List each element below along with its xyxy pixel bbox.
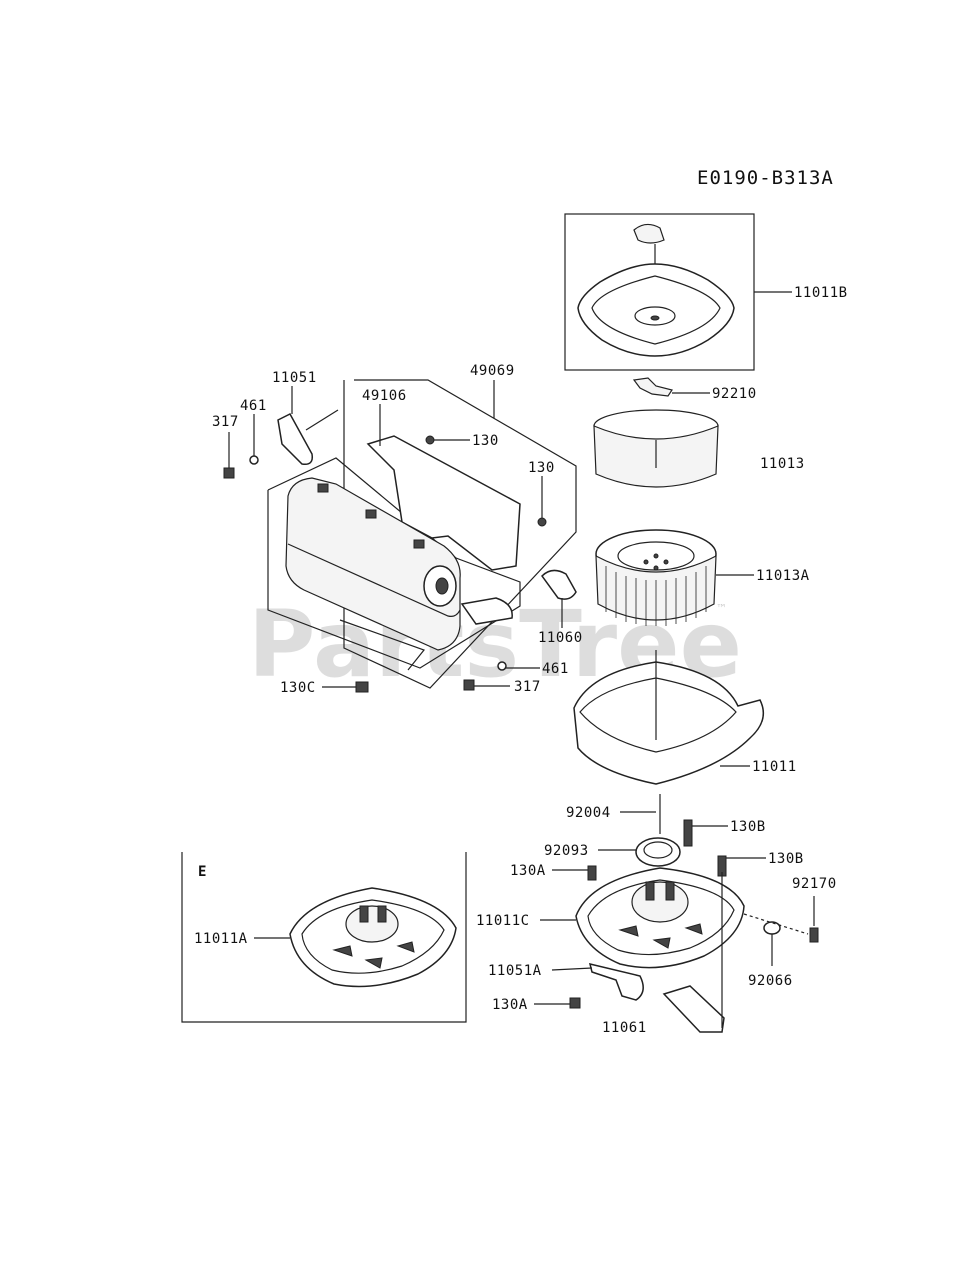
- label-11051: 11051: [272, 370, 317, 386]
- inset-frame: [181, 852, 467, 1023]
- label-130A-a: 130A: [510, 863, 546, 879]
- label-317-top: 317: [212, 414, 239, 430]
- label-11011: 11011: [752, 759, 797, 775]
- watermark-trademark: ™: [716, 602, 727, 615]
- screw-92170: [809, 927, 819, 943]
- cover-center-hole: [650, 315, 660, 321]
- bolt-130A-a: [587, 865, 597, 881]
- cover-knob: [633, 223, 665, 244]
- label-92093: 92093: [544, 843, 589, 859]
- base-plate-rim: [587, 879, 735, 956]
- case-body: [573, 661, 765, 785]
- cover-center-boss: [634, 306, 676, 326]
- muffler-body: [285, 477, 461, 651]
- bracket-11051: [277, 413, 314, 466]
- cover-shell: [577, 263, 735, 357]
- label-461-bottom: 461: [542, 661, 569, 677]
- muffler-inner-frame: [267, 457, 521, 669]
- inset-base-rim: [301, 899, 445, 974]
- bracket-11051A: [588, 962, 644, 1001]
- muffler-bracket-49069: [343, 379, 577, 689]
- precleaner-11013-group: 11013: [593, 409, 805, 488]
- label-11060: 11060: [538, 630, 583, 646]
- case-inner-rim: [579, 677, 737, 753]
- label-130B-a: 130B: [730, 819, 766, 835]
- label-11011B: 11011B: [794, 285, 848, 301]
- label-11011C: 11011C: [476, 913, 530, 929]
- muffler-seam: [287, 543, 461, 617]
- label-130B-b: 130B: [768, 851, 804, 867]
- inset-center-hub: [345, 905, 399, 943]
- label-11061: 11061: [602, 1020, 647, 1036]
- label-130-a: 130: [472, 433, 499, 449]
- nut-317-top: [223, 467, 235, 479]
- label-130C: 130C: [280, 680, 316, 696]
- clip-92210: [632, 377, 673, 397]
- leader-11051A: [551, 967, 593, 971]
- label-11051A: 11051A: [488, 963, 542, 979]
- air-cleaner-cover-group: 11011B: [564, 213, 848, 371]
- bolt-130-b: [537, 517, 547, 527]
- air-cleaner-base-group: 92004 130B 130B 92093 130A 11011C 92170: [476, 794, 837, 1036]
- nut-317-bottom: [463, 679, 475, 691]
- cover-inner-rim: [591, 275, 721, 345]
- muffler-group: 49069 49106 130 130 11051 461: [212, 363, 583, 696]
- bolt-130C: [355, 681, 369, 693]
- label-11011A: 11011A: [194, 931, 248, 947]
- bolt-130-a: [425, 435, 435, 445]
- label-92004: 92004: [566, 805, 611, 821]
- seal-92093-inner: [643, 841, 673, 859]
- filter-element-11013A-group: 11013A: [595, 529, 810, 626]
- gasket-11060: [541, 569, 577, 600]
- label-461-top: 461: [240, 398, 267, 414]
- base-center-hub: [631, 881, 689, 923]
- muffler-outlet-hole: [435, 577, 449, 595]
- bolt-130A-b: [569, 997, 581, 1009]
- label-11013: 11013: [760, 456, 805, 472]
- label-130A-b: 130A: [492, 997, 528, 1013]
- air-cleaner-case-11011-group: 11011: [573, 650, 797, 785]
- label-11013A: 11013A: [756, 568, 810, 584]
- plate-11061: [662, 985, 725, 1033]
- label-317-bottom: 317: [514, 679, 541, 695]
- grommet-92066: [763, 921, 781, 935]
- label-130-b: 130: [528, 460, 555, 476]
- washer-461-top: [249, 455, 259, 465]
- label-92170: 92170: [792, 876, 837, 892]
- label-92210: 92210: [712, 386, 757, 402]
- label-49069: 49069: [470, 363, 515, 379]
- exhaust-pipe: [460, 597, 513, 625]
- label-49106: 49106: [362, 388, 407, 404]
- washer-461-bottom: [497, 661, 507, 671]
- bolt-130B-a: [683, 819, 693, 847]
- heat-shield-49106: [366, 435, 521, 571]
- label-92066: 92066: [748, 973, 793, 989]
- clip-92210-group: 92210: [632, 377, 757, 402]
- diagram-code: E0190-B313A: [697, 167, 834, 189]
- inset-label: E: [198, 864, 207, 880]
- inset-e-group: E 11011A: [181, 852, 467, 1023]
